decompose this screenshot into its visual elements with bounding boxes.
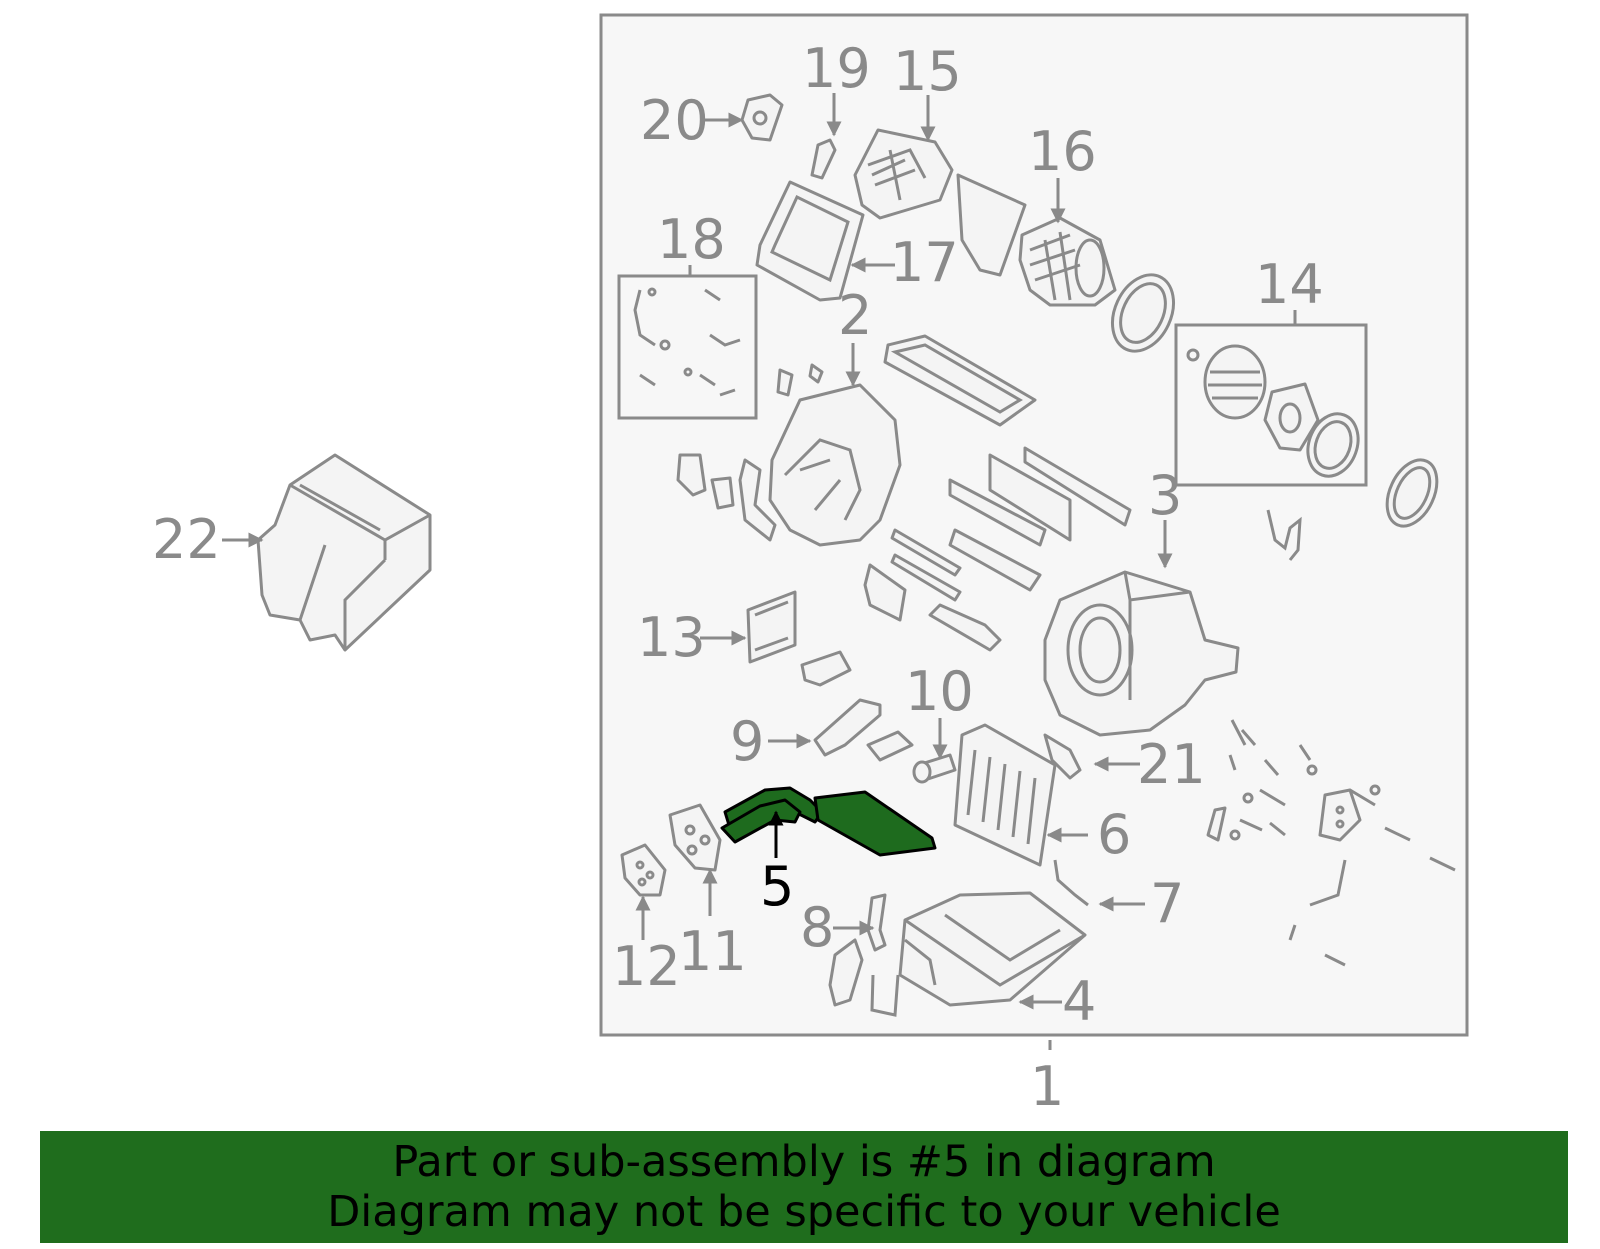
part-3-blower-case [1043,570,1240,737]
part-clip-a [808,363,824,384]
part-19-actuator [810,138,837,180]
part-clip-b [800,650,852,687]
info-banner: Part or sub-assembly is #5 in diagram Di… [40,1131,1568,1243]
part-bracket-a [676,453,707,497]
callout-16: 16 [1028,120,1097,183]
part-21-clip [1043,733,1082,780]
callout-22: 22 [152,508,221,571]
part-9-pipe [813,698,882,757]
banner-line-1: Part or sub-assembly is #5 in diagram [392,1137,1216,1187]
callout-labels: 1 2 3 4 5 6 7 8 9 10 11 12 13 14 15 16 1… [152,37,1324,1118]
callout-14: 14 [1255,253,1324,316]
parts-diagram: 1 2 3 4 5 6 7 8 9 10 11 12 13 14 15 16 1… [152,13,1469,1118]
part-18-hardware-kit [617,274,758,420]
part-door-d [948,528,1042,592]
callout-21: 21 [1137,733,1206,796]
part-rod-b [890,553,962,602]
callout-13: 13 [637,606,706,669]
part-14-blower-motor [1174,323,1368,487]
callout-9: 9 [730,710,764,773]
part-door-c [948,478,1047,547]
part-22-housing [256,453,432,652]
callout-10: 10 [905,660,974,723]
callout-20: 20 [640,89,709,152]
part-door-a [988,453,1072,542]
part-17-filter-cover [755,180,865,302]
callout-19: 19 [802,37,871,100]
leader-lines [222,93,1297,1050]
callout-4: 4 [1062,970,1096,1033]
part-hose-a [828,938,864,1007]
part-wire-hook [1266,509,1302,561]
part-outer-ring [1385,458,1439,528]
part-12-grommet [620,843,667,897]
part-4-lower-case [898,891,1087,1007]
callout-12: 12 [612,935,681,998]
callout-11: 11 [678,920,747,983]
part-13-filter [746,590,797,664]
part-hardware-fasteners [1206,719,1456,967]
part-7-hose [1053,859,1089,907]
banner-line-2: Diagram may not be specific to your vehi… [327,1187,1281,1237]
part-15-case [853,128,954,220]
part-hose-b [870,974,900,1017]
callout-7: 7 [1150,872,1184,935]
part-door-b [1023,446,1132,527]
part-6-evaporator [953,723,1057,867]
part-8-bracket [866,893,887,952]
part-2-housing [738,368,902,547]
callout-6: 6 [1097,803,1131,866]
part-bracket-b [710,476,735,510]
callout-18: 18 [657,208,726,271]
callout-1: 1 [1030,1055,1064,1118]
callout-17: 17 [890,231,959,294]
part-16-housing [1018,216,1117,307]
part-rod-a [890,528,962,577]
part-seal-strip [863,563,907,622]
callout-15: 15 [893,40,962,103]
callout-5: 5 [760,855,794,918]
part-bracket-c [866,730,914,762]
part-seal-ring [1111,273,1175,353]
part-door-plate [956,173,1027,277]
callout-2: 2 [838,284,872,347]
callout-3: 3 [1148,464,1182,527]
part-filter-element [883,334,1037,427]
part-linkage [928,603,1002,652]
callout-8: 8 [800,896,834,959]
